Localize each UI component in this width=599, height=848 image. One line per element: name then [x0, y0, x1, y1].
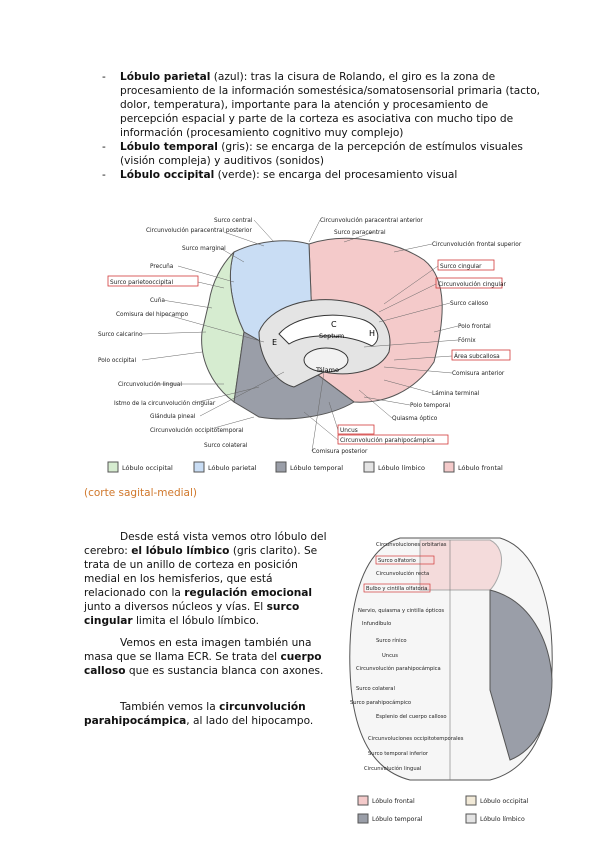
legend-figure1: Lóbulo occipital Lóbulo parietal Lóbulo … — [107, 461, 503, 473]
label-comisura-posterior: Comisura posterior — [312, 449, 368, 455]
ventral-frontal-region — [419, 539, 503, 591]
sagittal-brain-figure: C Septum H E Tálamo Surco central Circun… — [98, 217, 522, 473]
label-comisura-anterior: Comisura anterior — [452, 371, 505, 377]
v-label-orbitarias: Circunvoluciones orbitarias — [376, 542, 447, 548]
legend-frontal: Lóbulo frontal — [458, 464, 503, 472]
legend-occipital: Lóbulo occipital — [122, 464, 173, 472]
thalamus — [303, 347, 349, 373]
term-parietal: Lóbulo parietal — [120, 71, 211, 83]
v-label-uncus: Uncus — [382, 653, 398, 659]
figure-caption: (corte sagital-medial) — [84, 487, 197, 499]
bullet-temporal: - Lóbulo temporal (gris): se encarga de … — [102, 141, 523, 167]
label-lamina-terminal: Lámina terminal — [432, 390, 480, 397]
v-label-recta: Circunvolución recta — [376, 570, 429, 577]
v-legend-swatch-occipital — [465, 795, 477, 806]
v-label-olfatorio: Surco olfatorio — [378, 558, 416, 564]
v-label-parahipocampica: Circunvolución parahipocámpica — [356, 665, 441, 672]
legend-figure2: Lóbulo frontal Lóbulo occipital Lóbulo t… — [357, 795, 529, 824]
v-label-colateral: Surco colateral — [356, 686, 395, 692]
v-label-rinico: Surco rínico — [376, 637, 407, 644]
right-labels: Circunvolución paracentral anterior Surc… — [312, 217, 522, 455]
v-label-bulbo: Bulbo y cintilla olfatoria — [366, 586, 427, 592]
inner-label-thalamus: Tálamo — [315, 366, 339, 374]
label-circ-cingular: Circunvolución cingular — [438, 281, 507, 288]
label-glandula-pineal: Glándula pineal — [150, 413, 196, 420]
v-label-lingual: Circunvolución lingual — [364, 765, 421, 772]
label-surco-cingular: Surco cingular — [440, 264, 482, 270]
label-surco-paracentral: Surco paracentral — [334, 230, 386, 236]
legend-parietal: Lóbulo parietal — [208, 464, 257, 472]
label-precuna: Precuña — [150, 264, 174, 270]
v-redbox-olfatorio — [375, 555, 435, 565]
label-surco-parietooccipital: Surco parietooccipital — [110, 280, 173, 286]
label-surco-marginal: Surco marginal — [182, 246, 226, 252]
label-surco-calloso: Surco calloso — [450, 301, 489, 307]
redbox-parietooccipital — [107, 275, 199, 287]
label-polo-occipital: Polo occipital — [98, 358, 136, 364]
occipital-lobe-region — [201, 251, 245, 403]
v-legend-swatch-temporal — [357, 813, 369, 824]
redbox-circ-cingular — [435, 277, 503, 289]
left-labels: Surco central Circunvolución paracentral… — [98, 218, 253, 449]
bullet-occipital: - Lóbulo occipital (verde): se encarga d… — [102, 169, 458, 181]
label-parahipocampica: Circunvolución parahipocámpica — [340, 437, 435, 444]
v-label-temporal-inferior: Surco temporal inferior — [368, 751, 429, 757]
legend-swatch-frontal — [443, 461, 455, 473]
leader-lines — [141, 219, 459, 452]
legend-limbic: Lóbulo límbico — [378, 464, 425, 472]
v-label-infundibulo: Infundíbulo — [362, 620, 391, 627]
label-quiasma-optico: Quiasma óptico — [392, 415, 438, 422]
label-uncus: Uncus — [340, 428, 358, 434]
legend-temporal: Lóbulo temporal — [290, 464, 343, 472]
v-legend-swatch-limbic — [465, 813, 477, 824]
label-cuna: Cuña — [150, 298, 165, 304]
inner-label-e: E — [272, 338, 277, 347]
label-surco-colateral: Surco colateral — [204, 443, 248, 449]
inner-label-septum: Septum — [319, 332, 344, 340]
label-polo-frontal: Polo frontal — [458, 324, 491, 330]
v-redbox-bulbo — [363, 583, 431, 593]
bullet-parietal: - Lóbulo parietal (azul): tras la cisura… — [102, 71, 541, 139]
lobe-bullet-list: - Lóbulo parietal (azul): tras la cisura… — [102, 70, 542, 182]
paragraph-ecr: Vemos en esta imagen también una masa qu… — [84, 637, 324, 677]
v-label-esplenio: Esplenio del cuerpo calloso — [376, 714, 447, 720]
v-label-surco-parahipocampico: Surco parahipocámpico — [350, 699, 411, 706]
redbox-area-subcallosa — [451, 349, 511, 361]
v-legend-occipital: Lóbulo occipital — [480, 797, 529, 805]
term-temporal: Lóbulo temporal — [120, 141, 218, 153]
label-istmo: Istmo de la circunvolución cingular — [114, 400, 216, 407]
v-label-nervio-optico: Nervio, quiasma y cintilla ópticos — [358, 607, 444, 614]
label-comisura-hipocampo: Comisura del hipocampo — [116, 312, 189, 318]
inner-label-h: H — [369, 329, 375, 338]
ventral-temporal-region — [489, 589, 553, 761]
label-fornix: Fórnix — [458, 337, 476, 344]
label-area-subcallosa: Área subcallosa — [454, 353, 500, 360]
label-occipitotemporal: Circunvolución occipitotemporal — [150, 427, 244, 434]
redbox-parahipocampica — [337, 434, 449, 445]
legend-swatch-occipital — [107, 461, 119, 473]
ventral-labels: Circunvoluciones orbitarias Surco olfato… — [350, 542, 464, 772]
label-surco-calcarino: Surco calcarino — [98, 332, 143, 338]
v-label-occipitotemporales: Circunvoluciones occipitotemporales — [368, 736, 464, 742]
v-legend-swatch-frontal — [357, 795, 369, 806]
label-circ-lingual: Circunvolución lingual — [118, 381, 182, 388]
inner-label-c: C — [331, 320, 337, 329]
redbox-surco-cingular — [437, 259, 495, 271]
legend-swatch-temporal — [275, 461, 287, 473]
label-polo-temporal: Polo temporal — [410, 403, 450, 409]
v-legend-frontal: Lóbulo frontal — [372, 797, 415, 805]
v-legend-temporal: Lóbulo temporal — [372, 815, 423, 823]
label-surco-central: Surco central — [214, 218, 253, 224]
corpus-callosum — [278, 314, 379, 347]
label-paracentral-posterior: Circunvolución paracentral posterior — [146, 227, 252, 234]
label-frontal-superior: Circunvolución frontal superior — [432, 241, 522, 248]
term-occipital: Lóbulo occipital — [120, 169, 215, 181]
legend-swatch-limbic — [363, 461, 375, 473]
ventral-brain-figure: Circunvoluciones orbitarias Surco olfato… — [349, 537, 553, 824]
paragraph-limbic: Desde está vista vemos otro lóbulo del c… — [84, 531, 327, 627]
paragraph-parahipocampica: También vemos la circunvolución parahipo… — [84, 701, 314, 727]
legend-swatch-parietal — [193, 461, 205, 473]
v-legend-limbic: Lóbulo límbico — [480, 815, 525, 823]
label-paracentral-anterior: Circunvolución paracentral anterior — [320, 217, 423, 224]
